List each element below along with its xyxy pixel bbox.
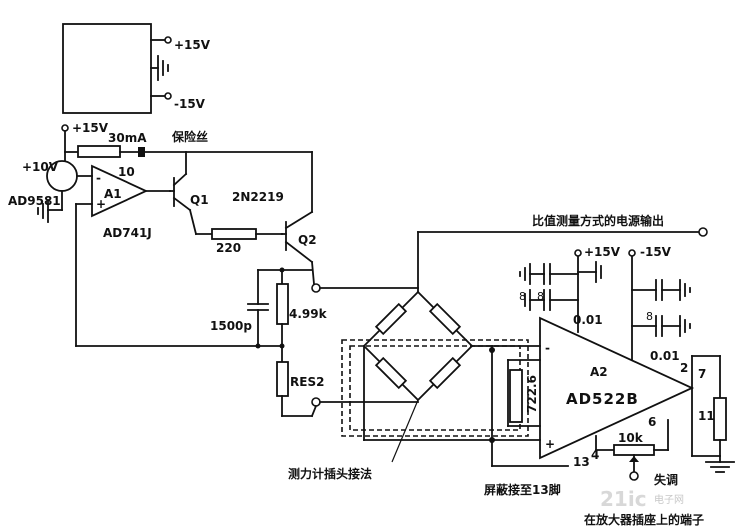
offset-label: 失调 [654, 472, 678, 487]
pin2-label: 2 [680, 361, 688, 375]
transistor-q2: Q2 [281, 151, 317, 264]
cap1-label: 8 [537, 290, 544, 303]
a2-minus15v-terminal [628, 249, 636, 257]
cap001-left-label: 0.01 [573, 313, 603, 327]
ad522b-label: AD522B [566, 390, 639, 408]
power-supply-box [62, 23, 152, 114]
fuse-label: 保险丝 [171, 129, 208, 144]
pin4-label: 4 [591, 448, 599, 462]
ad741j-label: AD741J [103, 226, 152, 240]
a1-plus-sign: + [96, 197, 106, 211]
cap2-label: 8 [646, 310, 653, 323]
resistor-4-99k [276, 283, 289, 325]
a1-label: A1 [104, 187, 122, 201]
pin10-label: 10 [118, 165, 135, 179]
power-supply: +15V -15V [62, 23, 211, 114]
potentiometer-10k [613, 444, 655, 456]
resistor-220 [211, 228, 257, 240]
watermark-logo: 21ic [600, 487, 647, 511]
r7226-label: 722.6 [525, 375, 539, 413]
plus10v-label: +10V [22, 160, 59, 174]
cap001-right-label: 0.01 [650, 349, 680, 363]
ma30-label: 30mA [108, 131, 147, 145]
shield-enclosure [341, 339, 529, 437]
cap3-label: 8 [519, 290, 526, 303]
r220-label: 220 [216, 241, 241, 255]
r10k-label: 10k [618, 431, 644, 445]
bottom-note-label: 在放大器插座上的端子 [584, 512, 704, 527]
amplifier-a2: - + A2 AD522B 6 [539, 316, 695, 460]
resistor-722-6 [509, 369, 523, 423]
minus15v-top-label: -15V [174, 97, 206, 111]
watermark: 21ic 电子网 [600, 487, 684, 511]
gauge-note-label: 测力计插头接法 [288, 466, 372, 481]
a2-minus15v-label: -15V [640, 245, 672, 259]
ratio-output-label: 比值测量方式的电源输出 [532, 213, 664, 228]
ratio-output-terminal [698, 227, 708, 237]
plus15v-top-label: +15V [174, 38, 211, 52]
res2-label: RES2 [290, 375, 324, 389]
c1500-label: 1500p [210, 319, 252, 333]
pin6-label: 6 [648, 415, 656, 429]
q2-label: Q2 [298, 233, 317, 247]
shield-note-label: 屏蔽接至13脚 [483, 482, 561, 497]
bridge-top-terminal [311, 283, 321, 293]
resistor-30ma [77, 145, 121, 158]
r11-label: 11 [698, 409, 715, 423]
ref-plus15v-label: +15V [72, 121, 109, 135]
a2-minus-sign: - [545, 341, 550, 355]
q1-label: Q1 [190, 193, 209, 207]
pin13-label: 13 [573, 455, 590, 469]
q1-part-label: 2N2219 [232, 190, 284, 204]
fuse-symbol [138, 147, 145, 157]
a2-plus-sign: + [545, 437, 555, 451]
strain-gauge-bridge [362, 290, 474, 402]
r499-label: 4.99k [289, 307, 328, 321]
a2-label: A2 [590, 365, 608, 379]
a1-minus-sign: - [96, 171, 101, 185]
transistor-q1: Q1 2N2219 [169, 151, 284, 212]
op-amp-a1: - + A1 10 AD741J [91, 164, 152, 240]
resistor-11 [713, 397, 727, 441]
bridge-bottom-terminal [311, 397, 321, 407]
plus15v-terminal [164, 36, 172, 44]
offset-terminal [629, 471, 639, 481]
a2-plus15v-label: +15V [584, 245, 621, 259]
a2-plus15v-terminal [574, 249, 582, 257]
minus15v-terminal [164, 92, 172, 100]
pin7-label: 7 [698, 367, 706, 381]
watermark-text: 电子网 [654, 493, 684, 506]
resistor-res2 [276, 361, 289, 397]
ad9581-label: AD9581 [8, 194, 61, 208]
